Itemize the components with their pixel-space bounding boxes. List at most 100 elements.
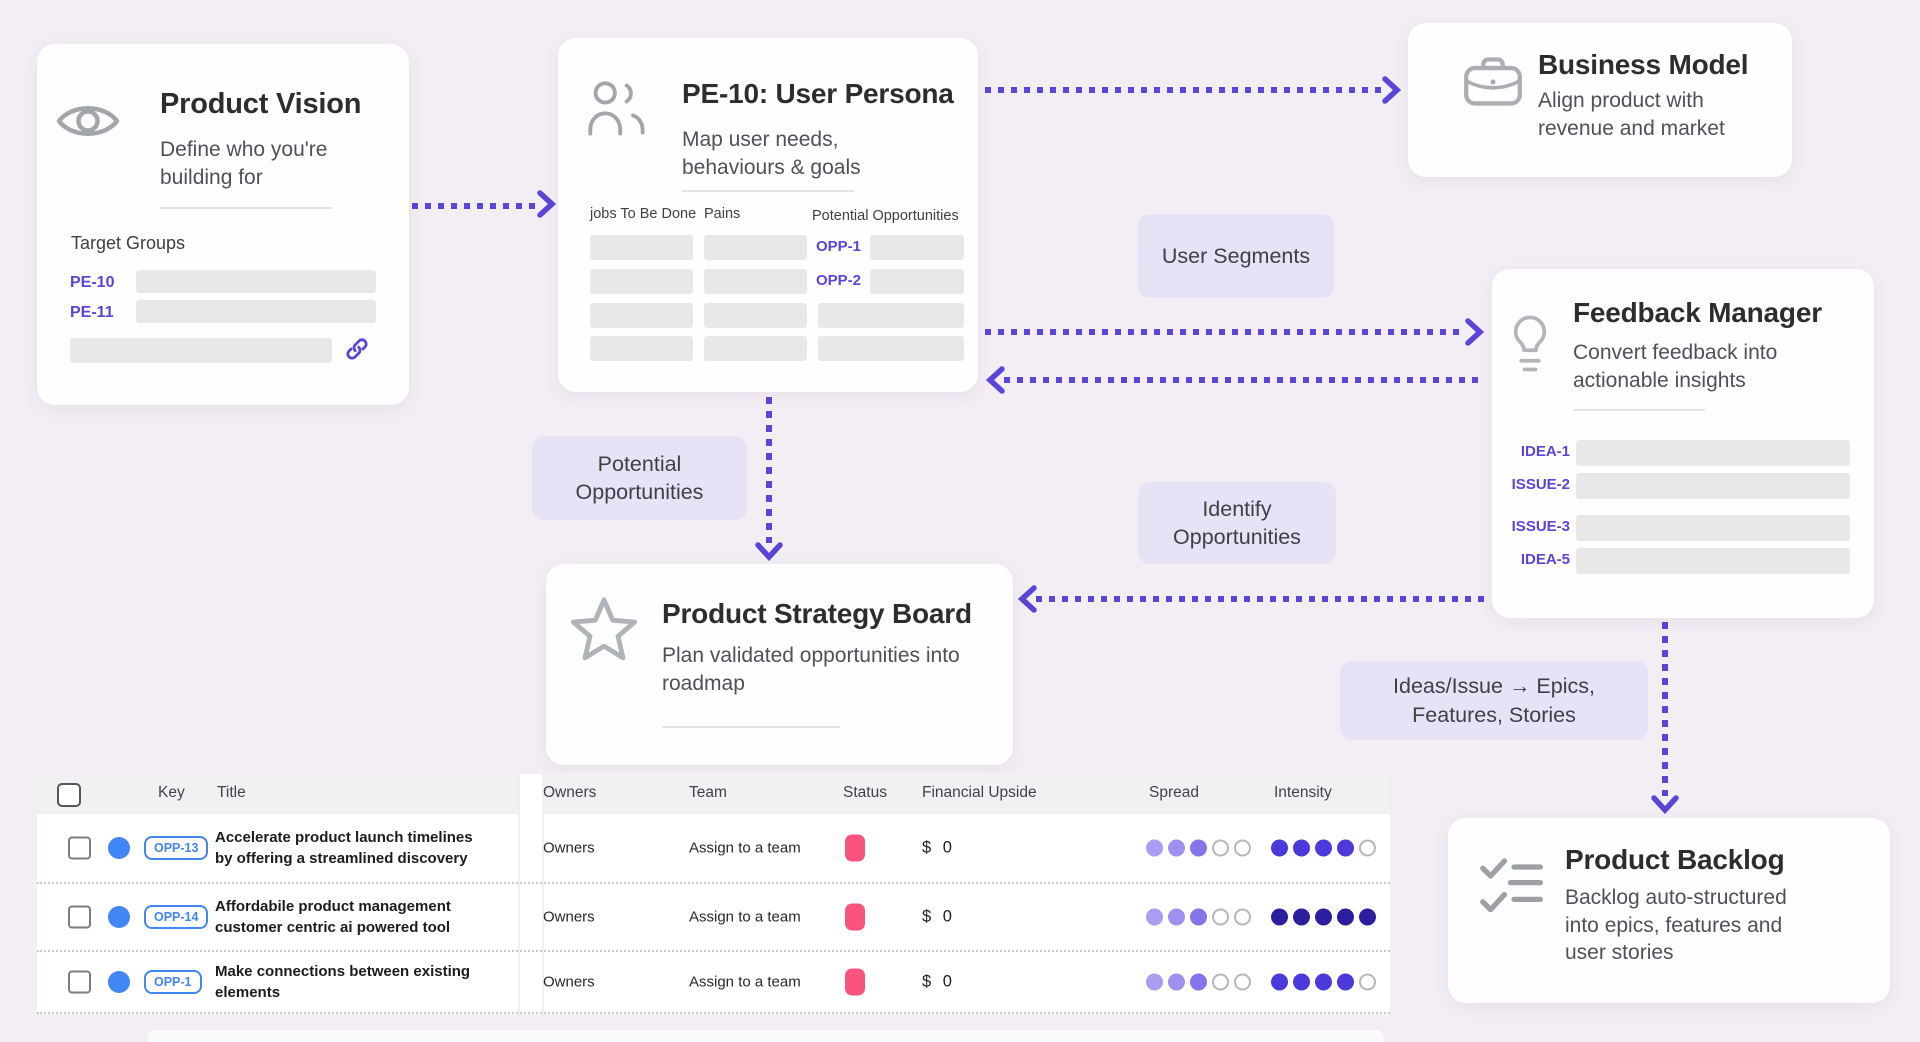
arrowhead-down-icon [755,542,783,561]
divider [662,726,840,728]
column-header-intensity[interactable]: Intensity [1274,784,1332,801]
rating-dot-filled [1293,839,1310,857]
placeholder-bar [818,303,964,328]
column-header-status[interactable]: Status [843,784,887,801]
feedback-key[interactable]: IDEA-1 [1520,443,1570,460]
spread-rating[interactable] [1146,839,1251,857]
team-assign-cell[interactable]: Assign to a team [689,839,801,857]
status-chip[interactable] [845,968,865,996]
rating-dot-filled [1168,908,1185,926]
persona-key[interactable]: PE-10 [70,274,115,291]
rating-dot-filled [1146,908,1163,926]
rating-dot-filled [1271,908,1288,926]
rating-dot-empty [1359,973,1376,991]
row-title[interactable]: Make connections between existing elemen… [215,963,471,1001]
placeholder-bar [136,300,376,323]
table-row[interactable]: OPP-1 Make connections between existing … [37,952,1390,1014]
table-header-band [544,774,1390,814]
priority-dot[interactable] [108,906,130,928]
rating-dot-empty [1212,908,1229,926]
select-all-checkbox[interactable] [57,783,81,807]
card-title: Business Model [1538,49,1749,80]
row-title[interactable]: Accelerate product launch timelines by o… [215,829,473,867]
intensity-rating[interactable] [1271,908,1376,926]
column-header-owners[interactable]: Owners [543,784,597,801]
product-vision-card: Product Vision Define who you're buildin… [37,44,409,405]
feedback-key[interactable]: IDEA-5 [1520,551,1570,568]
table-header-band [37,774,518,814]
column-header-team[interactable]: Team [689,784,727,801]
owners-cell[interactable]: Owners [543,973,595,991]
link-icon[interactable] [343,335,371,363]
rating-dot-filled [1337,973,1354,991]
rating-dot-empty [1359,839,1376,857]
key-badge[interactable]: OPP-13 [144,836,209,860]
table-row[interactable]: OPP-14 Affordabile product management cu… [37,884,1390,952]
placeholder-bar [70,338,332,363]
eye-icon [56,106,120,136]
rating-dot-filled [1359,908,1376,926]
column-header: Pains [704,206,741,222]
column-header-financial-upside[interactable]: Financial Upside [922,784,1037,801]
rating-dot-empty [1212,973,1229,991]
status-chip[interactable] [845,834,865,862]
priority-dot[interactable] [108,971,130,993]
owners-cell[interactable]: Owners [543,908,595,926]
persona-key[interactable]: PE-11 [70,304,114,321]
placeholder-bar [590,235,693,260]
row-checkbox[interactable] [68,905,91,929]
column-header-spread[interactable]: Spread [1149,784,1199,801]
intensity-rating[interactable] [1271,839,1376,857]
arrowhead-down-icon [1651,795,1679,814]
arrowhead-left-icon [986,366,1005,394]
rating-dot-empty [1234,908,1251,926]
key-badge[interactable]: OPP-14 [144,905,209,929]
card-subtitle: Plan validated opportunities into roadma… [662,644,960,695]
rating-dot-filled [1337,908,1354,926]
team-assign-cell[interactable]: Assign to a team [689,973,801,991]
feedback-key[interactable]: ISSUE-3 [1511,518,1570,535]
ideas-to-epics-chip: Ideas/Issue → Epics, Features, Stories [1340,661,1648,740]
key-badge[interactable]: OPP-1 [144,970,202,994]
column-header-key[interactable]: Key [158,784,185,801]
feedback-key[interactable]: ISSUE-2 [1511,476,1570,493]
team-assign-cell[interactable]: Assign to a team [689,908,801,926]
bottom-panel-edge [147,1030,1384,1042]
placeholder-bar [1576,473,1850,499]
financial-upside-cell[interactable]: $ 0 [922,838,952,857]
spread-rating[interactable] [1146,908,1251,926]
placeholder-bar [870,235,964,260]
opportunity-key[interactable]: OPP-2 [816,272,862,289]
placeholder-bar [818,336,964,361]
priority-dot[interactable] [108,837,130,859]
row-checkbox[interactable] [68,836,91,860]
arrowhead-left-icon [1018,585,1037,613]
rating-dot-empty [1234,839,1251,857]
card-title: PE-10: User Persona [682,78,954,109]
rating-dot-filled [1315,839,1332,857]
spread-rating[interactable] [1146,973,1251,991]
checklist-icon [1480,858,1544,913]
rating-dot-filled [1190,908,1207,926]
column-header-title[interactable]: Title [217,784,246,801]
status-chip[interactable] [845,903,865,931]
row-title[interactable]: Affordabile product management customer … [215,898,451,936]
target-groups-label: Target Groups [71,233,186,253]
rating-dot-filled [1168,973,1185,991]
rating-dot-filled [1271,839,1288,857]
opportunity-key[interactable]: OPP-1 [816,238,862,255]
star-icon [570,597,638,661]
rating-dot-filled [1190,839,1207,857]
card-title: Product Vision [160,88,362,120]
card-subtitle: Align product with revenue and market [1538,89,1725,140]
placeholder-bar [1576,515,1850,541]
arrow-persona-to-feedback [985,329,1466,335]
financial-upside-cell[interactable]: $ 0 [922,907,952,926]
table-row[interactable]: OPP-13 Accelerate product launch timelin… [37,814,1390,884]
card-subtitle: Map user needs, behaviours & goals [682,128,861,179]
intensity-rating[interactable] [1271,973,1376,991]
row-checkbox[interactable] [68,970,91,994]
owners-cell[interactable]: Owners [543,839,595,857]
financial-upside-cell[interactable]: $ 0 [922,972,952,991]
